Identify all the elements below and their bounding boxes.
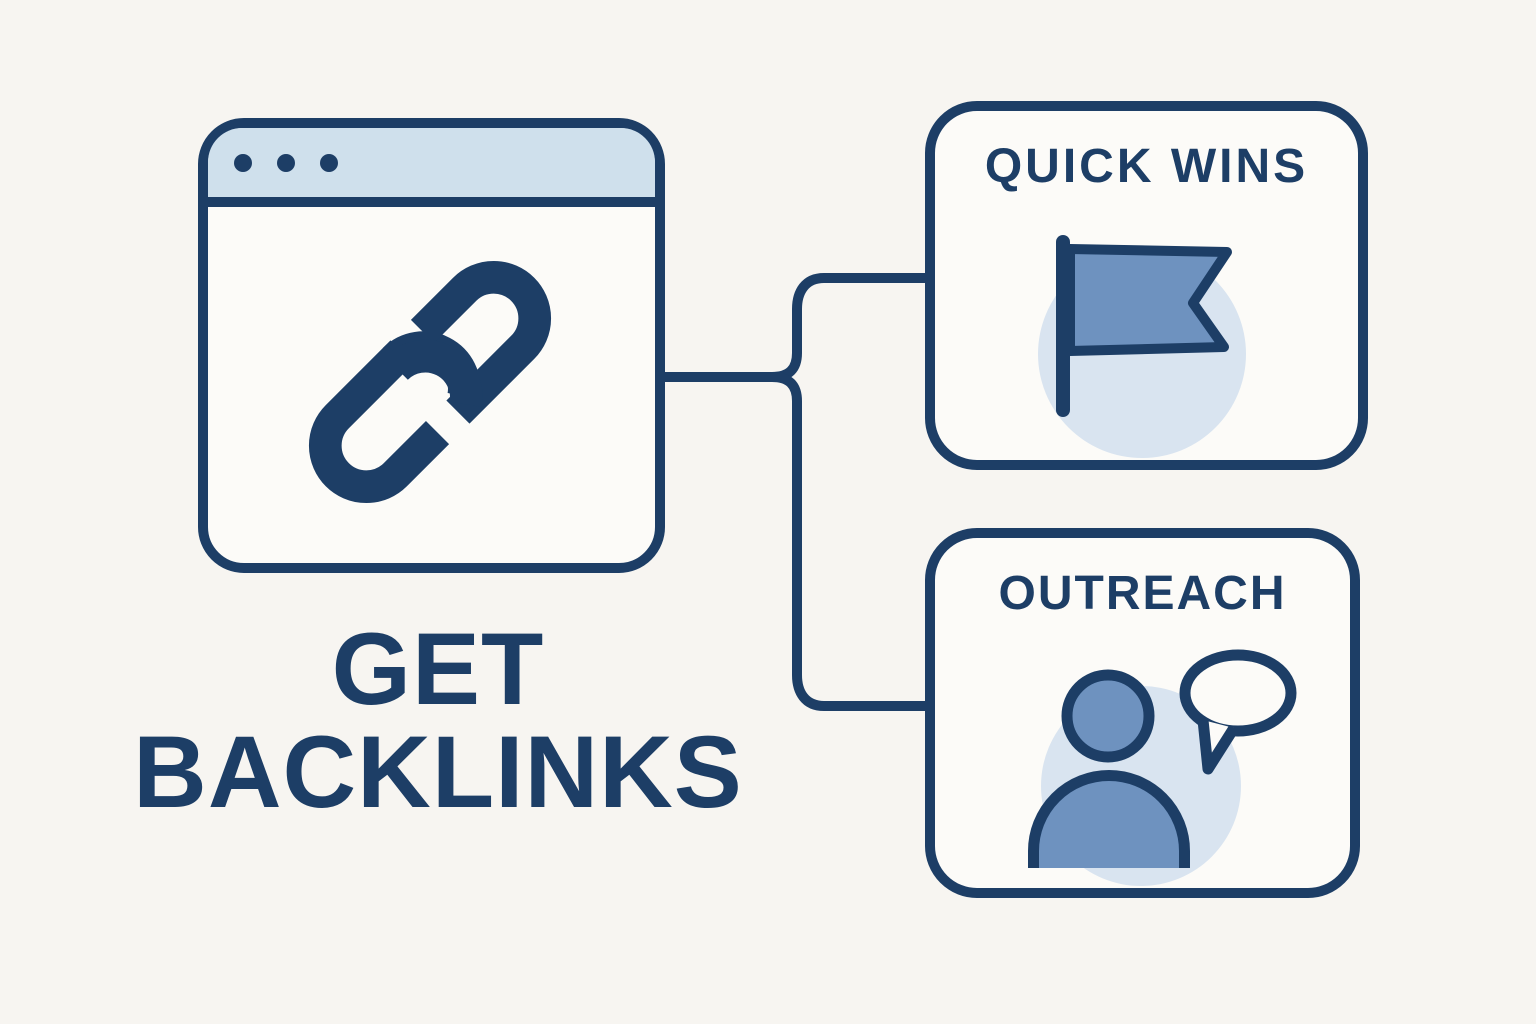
connector-to-quick-wins <box>771 273 930 382</box>
node-outreach: OUTREACH <box>925 528 1360 898</box>
person-head <box>1061 669 1155 763</box>
speech-bubble-tail <box>1197 719 1239 775</box>
node-quick-wins-label: QUICK WINS <box>984 140 1309 193</box>
window-dot <box>234 153 252 172</box>
window-dot <box>320 153 338 172</box>
window-dot <box>277 153 295 172</box>
browser-titlebar <box>208 128 655 207</box>
flag-pole <box>1056 235 1070 417</box>
connector-to-outreach <box>771 372 930 711</box>
headline-line-1: GET <box>331 612 545 726</box>
flag-icon <box>1038 235 1246 458</box>
node-outreach-label: OUTREACH <box>998 567 1287 620</box>
browser-window <box>198 118 665 573</box>
person-chat-icon <box>1028 649 1297 886</box>
headline: GET BACKLINKS <box>78 618 798 824</box>
headline-line-2: BACKLINKS <box>133 715 743 829</box>
node-quick-wins: QUICK WINS <box>925 101 1368 470</box>
person-body <box>1028 770 1190 868</box>
chain-link-icon <box>308 260 552 504</box>
speech-bubble <box>1179 649 1297 737</box>
